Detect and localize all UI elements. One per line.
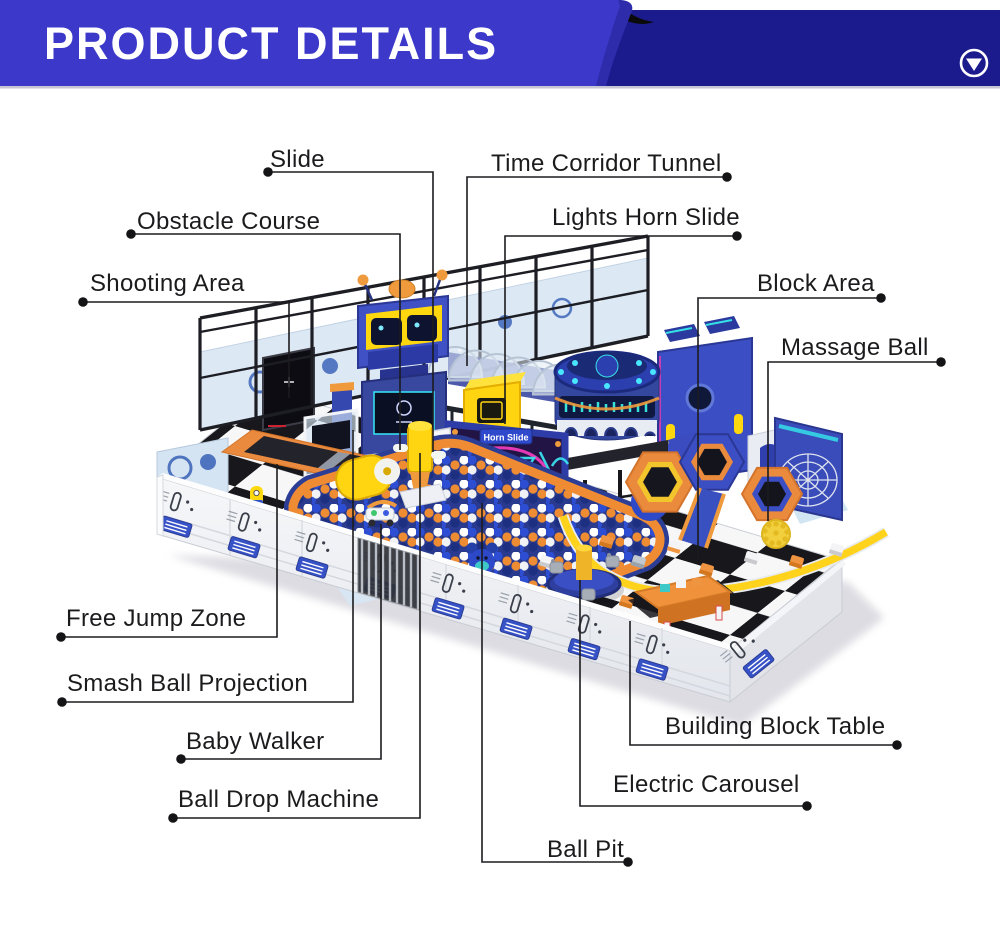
callout-label-block-area: Block Area [757, 270, 875, 297]
ribbon-shape [0, 0, 633, 86]
massage-ball-toy [761, 519, 791, 549]
ribbon-fold-shade [596, 0, 633, 86]
callout-label-obstacle-course: Obstacle Course [137, 208, 321, 235]
callout-label-baby-walker: Baby Walker [186, 728, 325, 755]
header-ribbon-graphic [0, 0, 1000, 89]
callout-label-building-block-table: Building Block Table [665, 713, 886, 740]
circle-down-arrow-icon[interactable] [959, 48, 989, 78]
callout-label-slide: Slide [270, 146, 325, 173]
callout-label-free-jump-zone: Free Jump Zone [66, 605, 247, 632]
callout-label-ball-pit: Ball Pit [547, 836, 625, 863]
callout-label-shooting-area: Shooting Area [90, 270, 245, 297]
callout-label-smash-ball-projection: Smash Ball Projection [67, 670, 309, 697]
header-underline [0, 86, 1000, 89]
horn-slide-sign: Horn Slide [483, 433, 528, 443]
page-title: PRODUCT DETAILS [44, 18, 499, 69]
callout-label-lights-horn-slide: Lights Horn Slide [552, 204, 740, 231]
callout-label-massage-ball: Massage Ball [781, 334, 929, 361]
callout-label-ball-drop-machine: Ball Drop Machine [178, 786, 380, 813]
callout-label-electric-carousel: Electric Carousel [613, 771, 800, 798]
callout-label-time-corridor-tunnel: Time Corridor Tunnel [491, 150, 722, 177]
header-banner: PRODUCT DETAILS [0, 0, 1000, 92]
